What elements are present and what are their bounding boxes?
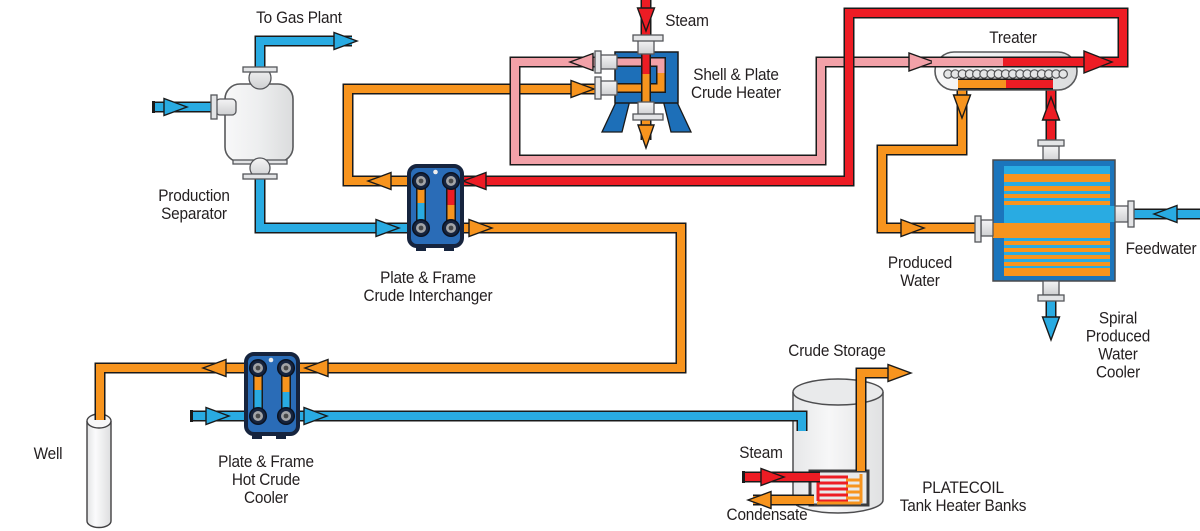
arrow-tank-steam-right	[760, 467, 787, 487]
label-steam-bottom: Steam	[739, 443, 783, 462]
arrow-to-well-left	[200, 358, 227, 378]
produced-water-channel	[993, 223, 1110, 238]
label-produced-water: Produced Water	[887, 253, 953, 290]
warm-crude-to-heater-pipe	[342, 83, 600, 187]
arrow-crude-into-cooler	[302, 358, 329, 378]
arrow-feedwater-left	[1151, 204, 1178, 224]
arrow-into-treater	[908, 52, 937, 72]
crude-to-interchanger-pipe	[254, 162, 423, 234]
shell-plate-crude-heater	[594, 34, 693, 133]
arrow-produced-water-down	[952, 94, 972, 121]
label-platecoil-tank-heater-banks: PLATECOIL Tank Heater Banks	[899, 478, 1027, 515]
treater-coil	[943, 69, 1068, 79]
arrow-crude-into-heater	[570, 79, 597, 99]
arrow-condensate-left	[745, 490, 772, 510]
production-separator	[210, 66, 294, 180]
spiral-produced-water-cooler	[974, 139, 1135, 302]
well	[86, 413, 112, 529]
label-plate-frame-hot-crude-cooler: Plate & Frame Hot Crude Cooler	[218, 452, 314, 508]
arrow-hot-crude-left	[460, 171, 487, 191]
arrow-treated-crude-right	[468, 218, 495, 238]
label-production-separator: Production Separator	[158, 186, 230, 223]
label-well: Well	[33, 444, 63, 463]
arrow-out-of-treater	[1083, 49, 1114, 75]
flow-arrows	[163, 7, 1178, 510]
label-feedwater: Feedwater	[1125, 239, 1197, 258]
label-treater: Treater	[989, 28, 1037, 47]
condensate-coil	[817, 474, 863, 505]
produced-water-pipe	[876, 86, 994, 234]
plate-frame-hot-crude-cooler	[244, 352, 300, 439]
separator-inlet-nozzle	[215, 98, 237, 116]
cooler-ports	[248, 358, 296, 426]
steam-inlet-flange	[632, 34, 664, 42]
arrow-heated-crude-left	[567, 52, 594, 72]
label-to-gas-plant: To Gas Plant	[256, 8, 342, 27]
arrow-storage-outlet-right	[887, 363, 914, 383]
label-spiral-produced-water-cooler: Spiral Produced Water Cooler	[1085, 309, 1151, 383]
arrow-wellstream-right	[163, 97, 190, 117]
arrow-water-into-cooler	[205, 406, 232, 426]
label-plate-frame-crude-interchanger: Plate & Frame Crude Interchanger	[363, 268, 493, 305]
label-condensate: Condensate	[726, 505, 808, 524]
arrow-heater-condensate-down	[637, 124, 655, 151]
label-crude-storage: Crude Storage	[788, 341, 886, 360]
arrow-warm-crude-left	[365, 171, 392, 191]
platecoil-tank-heater-banks	[808, 469, 870, 507]
crude-storage-tank	[792, 378, 884, 514]
label-steam-top: Steam	[665, 11, 709, 30]
arrow-cooled-crude-right	[303, 406, 330, 426]
arrow-produced-water-right	[900, 218, 927, 238]
arrow-steam-down	[636, 7, 656, 34]
label-shell-plate-crude-heater: Shell & Plate Crude Heater	[691, 65, 781, 102]
arrow-crude-right	[375, 218, 402, 238]
steam-coil	[816, 475, 848, 503]
tank-top-ellipse	[792, 378, 884, 406]
interchanger-ports	[411, 171, 461, 238]
arrow-cooled-water-down	[1041, 316, 1061, 343]
plate-frame-crude-interchanger	[407, 164, 464, 251]
feedwater-channel	[1004, 206, 1115, 222]
treater	[932, 51, 1079, 91]
arrow-hot-water-up	[1041, 94, 1061, 121]
arrow-gas-right	[333, 31, 360, 51]
